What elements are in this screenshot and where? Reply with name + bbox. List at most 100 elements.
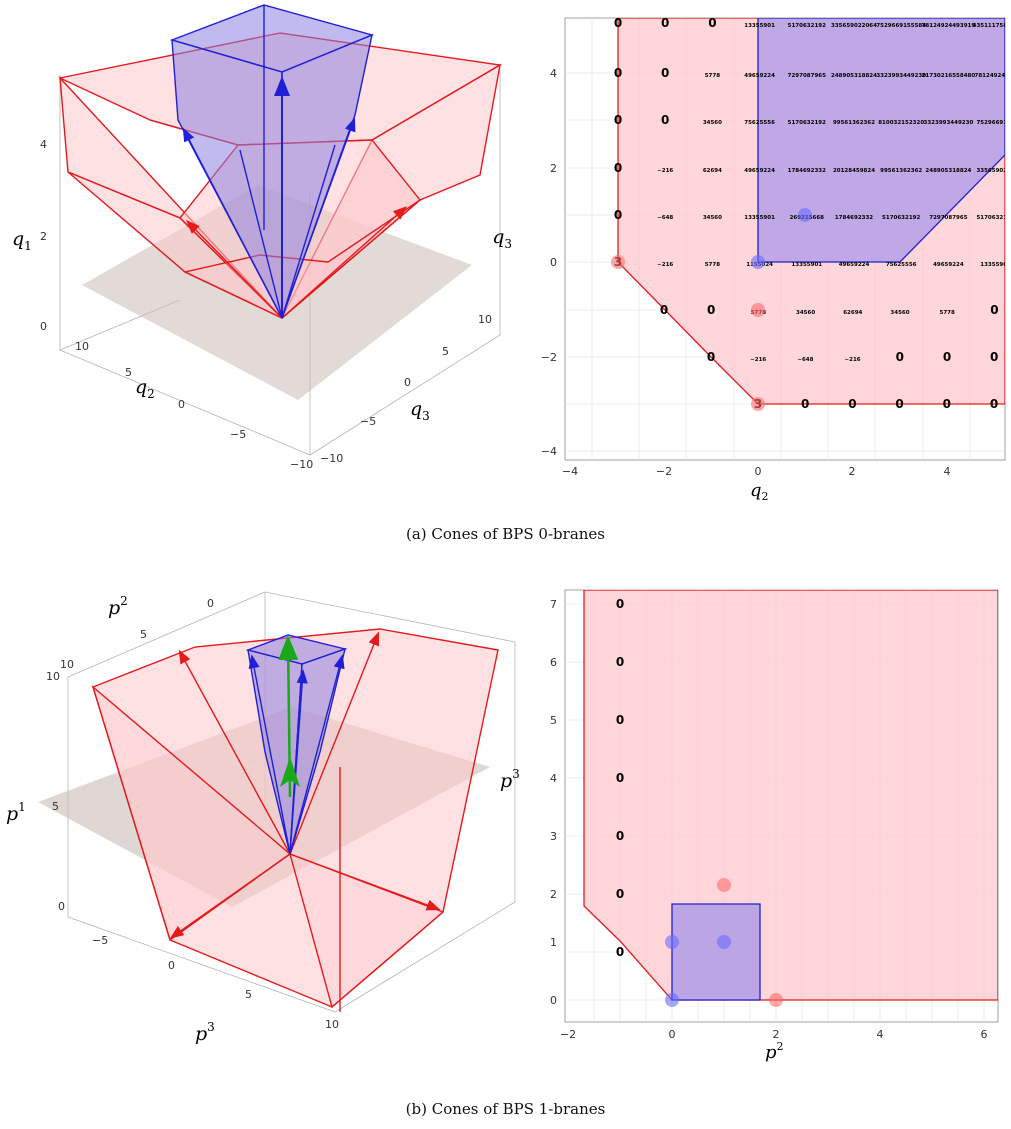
caption-b: (b) Cones of BPS 1-branes xyxy=(405,1100,606,1118)
ytick-5: 5 xyxy=(550,714,557,727)
tick-q3-m5: −5 xyxy=(360,415,376,428)
tick-q1-4: 4 xyxy=(40,138,47,151)
grid-value: 21730216558480 xyxy=(922,73,976,79)
grid-value: 7529669155584 xyxy=(876,23,926,29)
grid-value: 0 xyxy=(661,113,669,127)
x-axis-label-p2: p2 xyxy=(765,1040,784,1063)
grid-value: 49659224 xyxy=(744,73,775,79)
grid-value: 13355901 xyxy=(791,262,822,268)
grid-value: 99561362362 xyxy=(833,120,875,126)
blue-region xyxy=(757,18,1005,263)
grid-value: 5778 xyxy=(705,262,720,268)
xtick-m4: −4 xyxy=(562,465,578,478)
tick-p1-0: 0 xyxy=(58,900,65,913)
grid-value: 0 xyxy=(616,887,624,901)
axis-label-q1: q1 xyxy=(12,228,32,253)
blue-point xyxy=(665,993,679,1007)
grid-value: 62694 xyxy=(703,168,722,174)
grid-value: 5778 xyxy=(705,73,720,79)
grid-value: 0 xyxy=(614,161,622,175)
grid-value: 5778 xyxy=(940,310,955,316)
grid-value: 3323993449230 xyxy=(876,73,926,79)
grid-value: 13355901 xyxy=(980,262,1011,268)
grid-value: 0 xyxy=(896,350,904,364)
axis-label-p3-bottom: p3 xyxy=(195,1020,215,1045)
grid-value: 3356590220 xyxy=(976,168,1011,174)
xtick-6: 6 xyxy=(981,1028,988,1041)
ytick-0: 0 xyxy=(550,256,557,269)
axis-label-q2: q2 xyxy=(135,376,155,401)
tick-q3-0: 0 xyxy=(404,376,411,389)
axis-label-p2: p2 xyxy=(108,594,128,619)
x-axis-label-q2: q2 xyxy=(750,480,769,500)
grid-value: 20128459824 xyxy=(833,168,875,174)
plot3d-0-branes: q1 q2 q3 q3 0 2 4 10 5 0 −5 −10 10 5 0 −… xyxy=(12,4,512,470)
tick-q1-0: 0 xyxy=(40,320,47,333)
grid-value: 13355901 xyxy=(744,23,775,29)
red-point xyxy=(769,993,783,1007)
ytick-0: 0 xyxy=(550,994,557,1007)
tick-q2-m5: −5 xyxy=(230,428,246,441)
ytick-7: 7 xyxy=(550,598,557,611)
grid-value: 0 xyxy=(990,303,998,317)
grid-value: 0 xyxy=(943,397,951,411)
grid-value: 13355901 xyxy=(744,215,775,221)
blue-region xyxy=(671,903,761,1001)
red-point xyxy=(717,878,731,892)
axis-label-p1: p1 xyxy=(6,800,26,825)
grid-value: 75625556 xyxy=(886,262,917,268)
grid-value: −216 xyxy=(845,357,861,363)
grid-value: 335659022064 xyxy=(831,23,877,29)
grid-value: −216 xyxy=(750,357,766,363)
grid-value: 435111758155 xyxy=(973,23,1011,29)
grid-value: 5170632192 xyxy=(788,23,826,29)
blue-point xyxy=(717,935,731,949)
grid-value: 248905318824 xyxy=(925,168,971,174)
red-point xyxy=(611,255,625,269)
ytick-2: 2 xyxy=(550,888,557,901)
grid-value: 7297087965 xyxy=(788,73,826,79)
blue-point xyxy=(751,255,765,269)
red-point xyxy=(751,303,765,317)
grid-value: 0 xyxy=(990,350,998,364)
xtick-0: 0 xyxy=(755,465,762,478)
tick-q3-5: 5 xyxy=(442,345,449,358)
grid-value: 49659224 xyxy=(933,262,964,268)
grid-value: 7297087965 xyxy=(929,215,967,221)
blue-point xyxy=(665,935,679,949)
ytick-2: 2 xyxy=(550,162,557,175)
grid-value: 0 xyxy=(614,113,622,127)
tick-q2-m10: −10 xyxy=(290,458,313,470)
tick-p2-5: 5 xyxy=(140,628,147,641)
grid-value: 0 xyxy=(614,208,622,222)
grid-value: 34560 xyxy=(890,310,909,316)
grid-value: 1784692332 xyxy=(835,215,873,221)
grid-value: 1784692332 xyxy=(788,168,826,174)
grid-value: 0 xyxy=(895,397,903,411)
tick-q2-10: 10 xyxy=(75,340,89,353)
tick-p3-5: 5 xyxy=(245,988,252,1001)
tick-p3-10: 10 xyxy=(325,1018,339,1031)
grid-value: 49659224 xyxy=(744,168,775,174)
grid-value: 5170632192 xyxy=(882,215,920,221)
axis-label-q3-side: q3 xyxy=(492,226,512,251)
grid-value: 0 xyxy=(616,945,624,959)
xtick-m2: −2 xyxy=(560,1028,576,1041)
tick-p1-5: 5 xyxy=(52,800,59,813)
grid-value: 99561362362 xyxy=(880,168,922,174)
tick-p3-m5: −5 xyxy=(92,934,108,947)
tick-q3-10: 10 xyxy=(478,313,492,326)
tick-p2-10: 10 xyxy=(60,658,74,671)
grid-value: 34560 xyxy=(703,120,722,126)
ytick-3: 3 xyxy=(550,830,557,843)
grid-value: 0 xyxy=(616,829,624,843)
blue-point xyxy=(798,208,812,222)
red-point xyxy=(751,397,765,411)
tick-q3-m10: −10 xyxy=(320,452,343,465)
grid-value: 49659224 xyxy=(839,262,870,268)
tick-p2-0: 0 xyxy=(207,597,214,610)
grid-value: 5170632192 xyxy=(788,120,826,126)
